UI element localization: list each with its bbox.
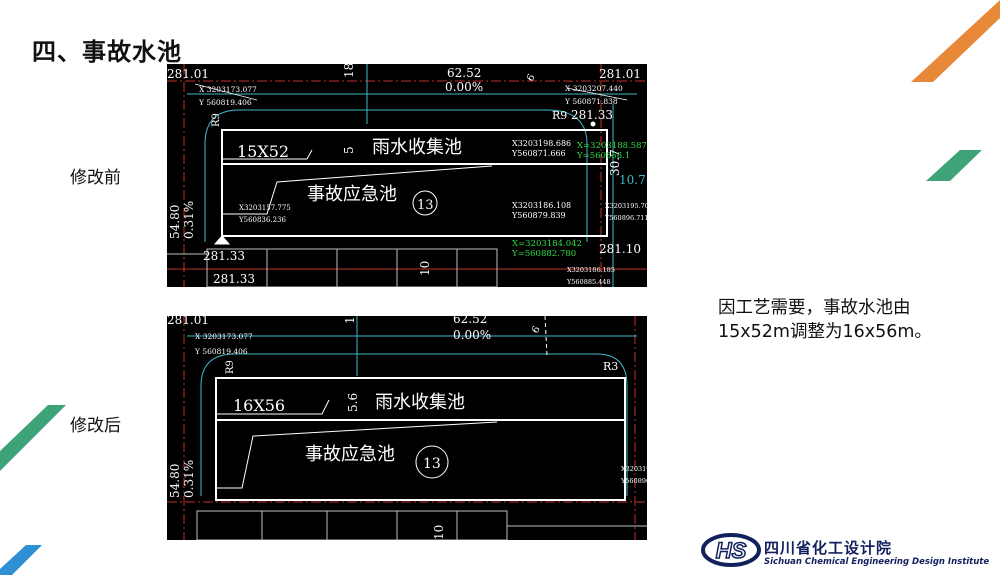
- dim-lower: 10: [418, 261, 432, 276]
- after-dim-mid: 5.6: [346, 393, 360, 412]
- coord-2-x: X3203157.775: [239, 204, 291, 212]
- coord-2-y: Y560836.236: [238, 216, 286, 224]
- change-note: 因工艺需要，事故水池由15x52m调整为16x56m。: [718, 298, 932, 342]
- pool-size: 15X52: [237, 142, 289, 161]
- rain-pool-label: 雨水收集池: [372, 137, 462, 158]
- coord-r4: Y560885.448: [566, 278, 611, 286]
- after-left-length: 54.80: [168, 464, 182, 498]
- after-grade-value: 62.52: [453, 316, 487, 326]
- coord-1-x: X3203198.686: [512, 139, 571, 148]
- accident-pool-label: 事故应急池: [307, 184, 397, 205]
- after-coord-r1: X3203196: [621, 465, 647, 473]
- after-pool-number: 13: [423, 456, 441, 472]
- cad-drawing-before: X=3203184.042 Y=560882.780 X=3203188.587…: [167, 64, 647, 287]
- after-coord-r2: Y560896: [620, 477, 647, 485]
- institute-logo: HS 四川省化工设计院 Sichuan Chemical Engineering…: [700, 531, 990, 571]
- after-left-slope: 0.31%: [182, 460, 196, 498]
- side-dim-b: 10.7: [619, 173, 646, 187]
- after-dim-top: 1: [343, 316, 357, 324]
- elev-bottom: 281.33: [203, 249, 245, 263]
- grade-percent: 0.00%: [445, 80, 483, 94]
- elev-bottom-right: 281.10: [599, 242, 641, 256]
- after-dim-right: 6: [530, 324, 543, 335]
- left-length: 54.80: [168, 205, 182, 239]
- elev-bottom-2: 281.33: [213, 272, 255, 286]
- green-stripe-decoration: [926, 150, 982, 181]
- after-accident-pool-label: 事故应急池: [305, 444, 395, 465]
- dim-top: 18: [342, 64, 356, 78]
- cad-drawing-after: 281.01 62.52 0.00% X 3203173.077 Y 56081…: [167, 316, 647, 540]
- after-coord-tl-x: X 3203173.077: [195, 332, 253, 341]
- coord-tl-x: X 3203173.077: [199, 85, 257, 94]
- coord-tl-y: Y 560819.406: [198, 98, 252, 107]
- hs-logo-mark: HS: [701, 533, 761, 567]
- after-dim-lower: 10: [432, 525, 446, 540]
- coord-tr-x: X 3203207.440: [565, 84, 623, 93]
- logo-english-name: Sichuan Chemical Engineering Design Inst…: [764, 557, 990, 567]
- logo-chinese-name: 四川省化工设计院: [764, 539, 893, 557]
- elev-top-right: 281.01: [599, 67, 641, 81]
- radius-left: R9: [211, 113, 222, 127]
- page-title: 四、事故水池: [32, 38, 182, 66]
- coord-r2: Y560896.711: [604, 214, 647, 222]
- before-label: 修改前: [70, 168, 121, 188]
- elev-right: 281.33: [571, 108, 613, 122]
- coord-green-right-y: Y=560858.1: [576, 151, 630, 161]
- elev-top-left: 281.01: [167, 67, 209, 81]
- orange-stripe-decoration: [911, 0, 1000, 82]
- coord-r1: X3203195.708: [605, 202, 647, 210]
- after-radius-left: R9: [225, 360, 236, 374]
- after-label: 修改后: [70, 416, 121, 436]
- coord-green-right-x: X=3203188.587: [577, 141, 647, 151]
- coord-green-y: Y=560882.780: [511, 249, 576, 259]
- grade-value: 62.52: [447, 66, 481, 80]
- coord-r3: X3203186.185: [567, 266, 615, 274]
- after-grade-percent: 0.00%: [453, 328, 491, 342]
- coord-green-x: X=3203184.042: [512, 239, 582, 249]
- coord-3-y: Y560879.839: [511, 211, 566, 220]
- after-rain-pool-label: 雨水收集池: [375, 392, 465, 413]
- radius-right: R9: [552, 109, 567, 122]
- dim-mid: 5: [342, 146, 356, 154]
- green-stripe-decoration-left: [0, 405, 66, 471]
- side-dim-a: 30.7: [608, 149, 622, 176]
- dim-right: 6: [525, 72, 538, 83]
- after-radius-right: R3: [603, 360, 618, 373]
- after-pool-size: 16X56: [233, 396, 285, 415]
- coord-3-x: X3203186.108: [512, 201, 571, 210]
- logo-mark-text: HS: [716, 538, 747, 563]
- pool-number: 13: [417, 198, 434, 213]
- coord-tr-y: Y 560871.838: [564, 97, 618, 106]
- blue-stripe-decoration: [0, 545, 42, 575]
- left-slope: 0.31%: [182, 201, 196, 239]
- after-coord-tl-y: Y 560819.406: [194, 347, 248, 356]
- coord-1-y: Y560871.666: [511, 149, 566, 158]
- after-elev-top-left: 281.01: [167, 316, 209, 327]
